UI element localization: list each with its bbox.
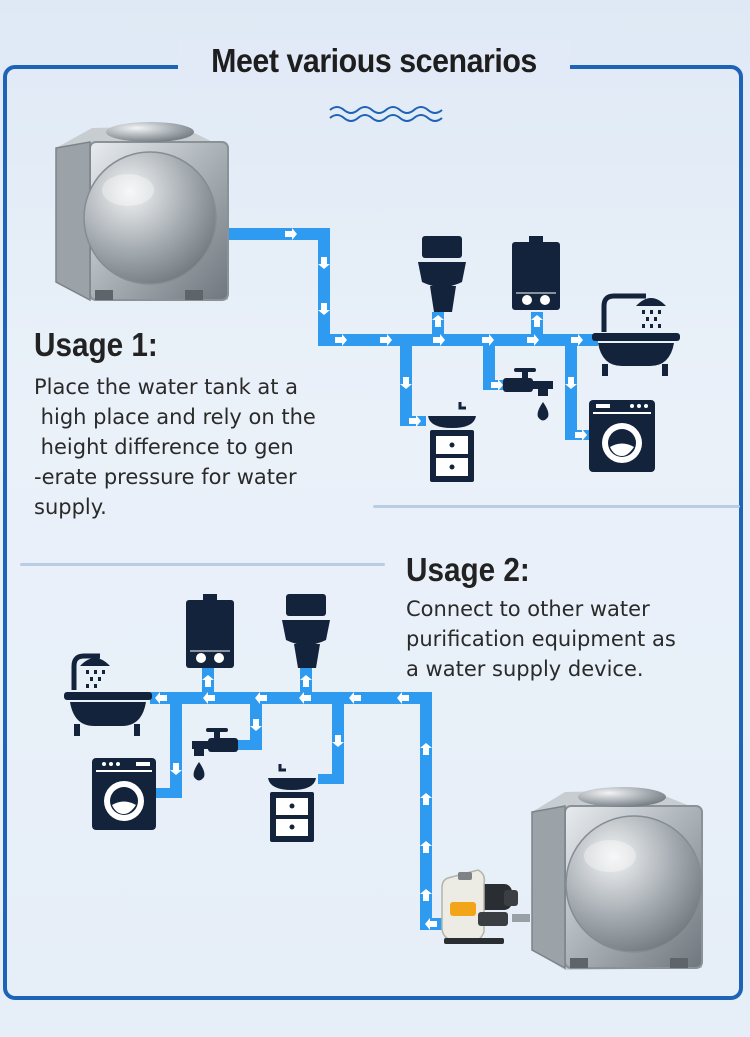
title-background [178, 40, 570, 86]
water-pump-icon [441, 869, 530, 944]
water-heater-icon [186, 594, 234, 668]
section-divider [373, 505, 740, 508]
usage1-line: -erate pressure for water [34, 465, 297, 489]
usage1-line: Place the water tank at a [34, 375, 299, 399]
usage1-line: supply. [34, 495, 107, 519]
bathtub-shower-icon [592, 293, 680, 376]
water-tank-icon [55, 122, 229, 302]
wave-decoration [329, 106, 443, 122]
toilet-icon [282, 594, 330, 668]
sink-cabinet-icon [428, 402, 476, 482]
sink-cabinet-icon [268, 764, 316, 842]
usage1-line: high place and rely on the [34, 405, 316, 429]
usage2-heading: Usage 2: [406, 551, 530, 588]
section-divider [20, 563, 385, 566]
usage2-line: purification equipment as [406, 627, 676, 651]
washing-machine-icon [589, 400, 655, 472]
water-tank-icon [531, 787, 703, 970]
faucet-icon [192, 728, 238, 781]
usage2-line: Connect to other water [406, 597, 650, 621]
water-heater-icon [512, 236, 560, 310]
usage2-line: a water supply device. [406, 657, 644, 681]
faucet-icon [503, 368, 553, 421]
page-title: Meet various scenarios [211, 42, 537, 79]
washing-machine-icon [92, 758, 156, 830]
usage1-heading: Usage 1: [34, 326, 158, 363]
bathtub-shower-icon [64, 653, 152, 736]
toilet-icon [418, 236, 466, 312]
usage1-line: height difference to gen [34, 435, 294, 459]
